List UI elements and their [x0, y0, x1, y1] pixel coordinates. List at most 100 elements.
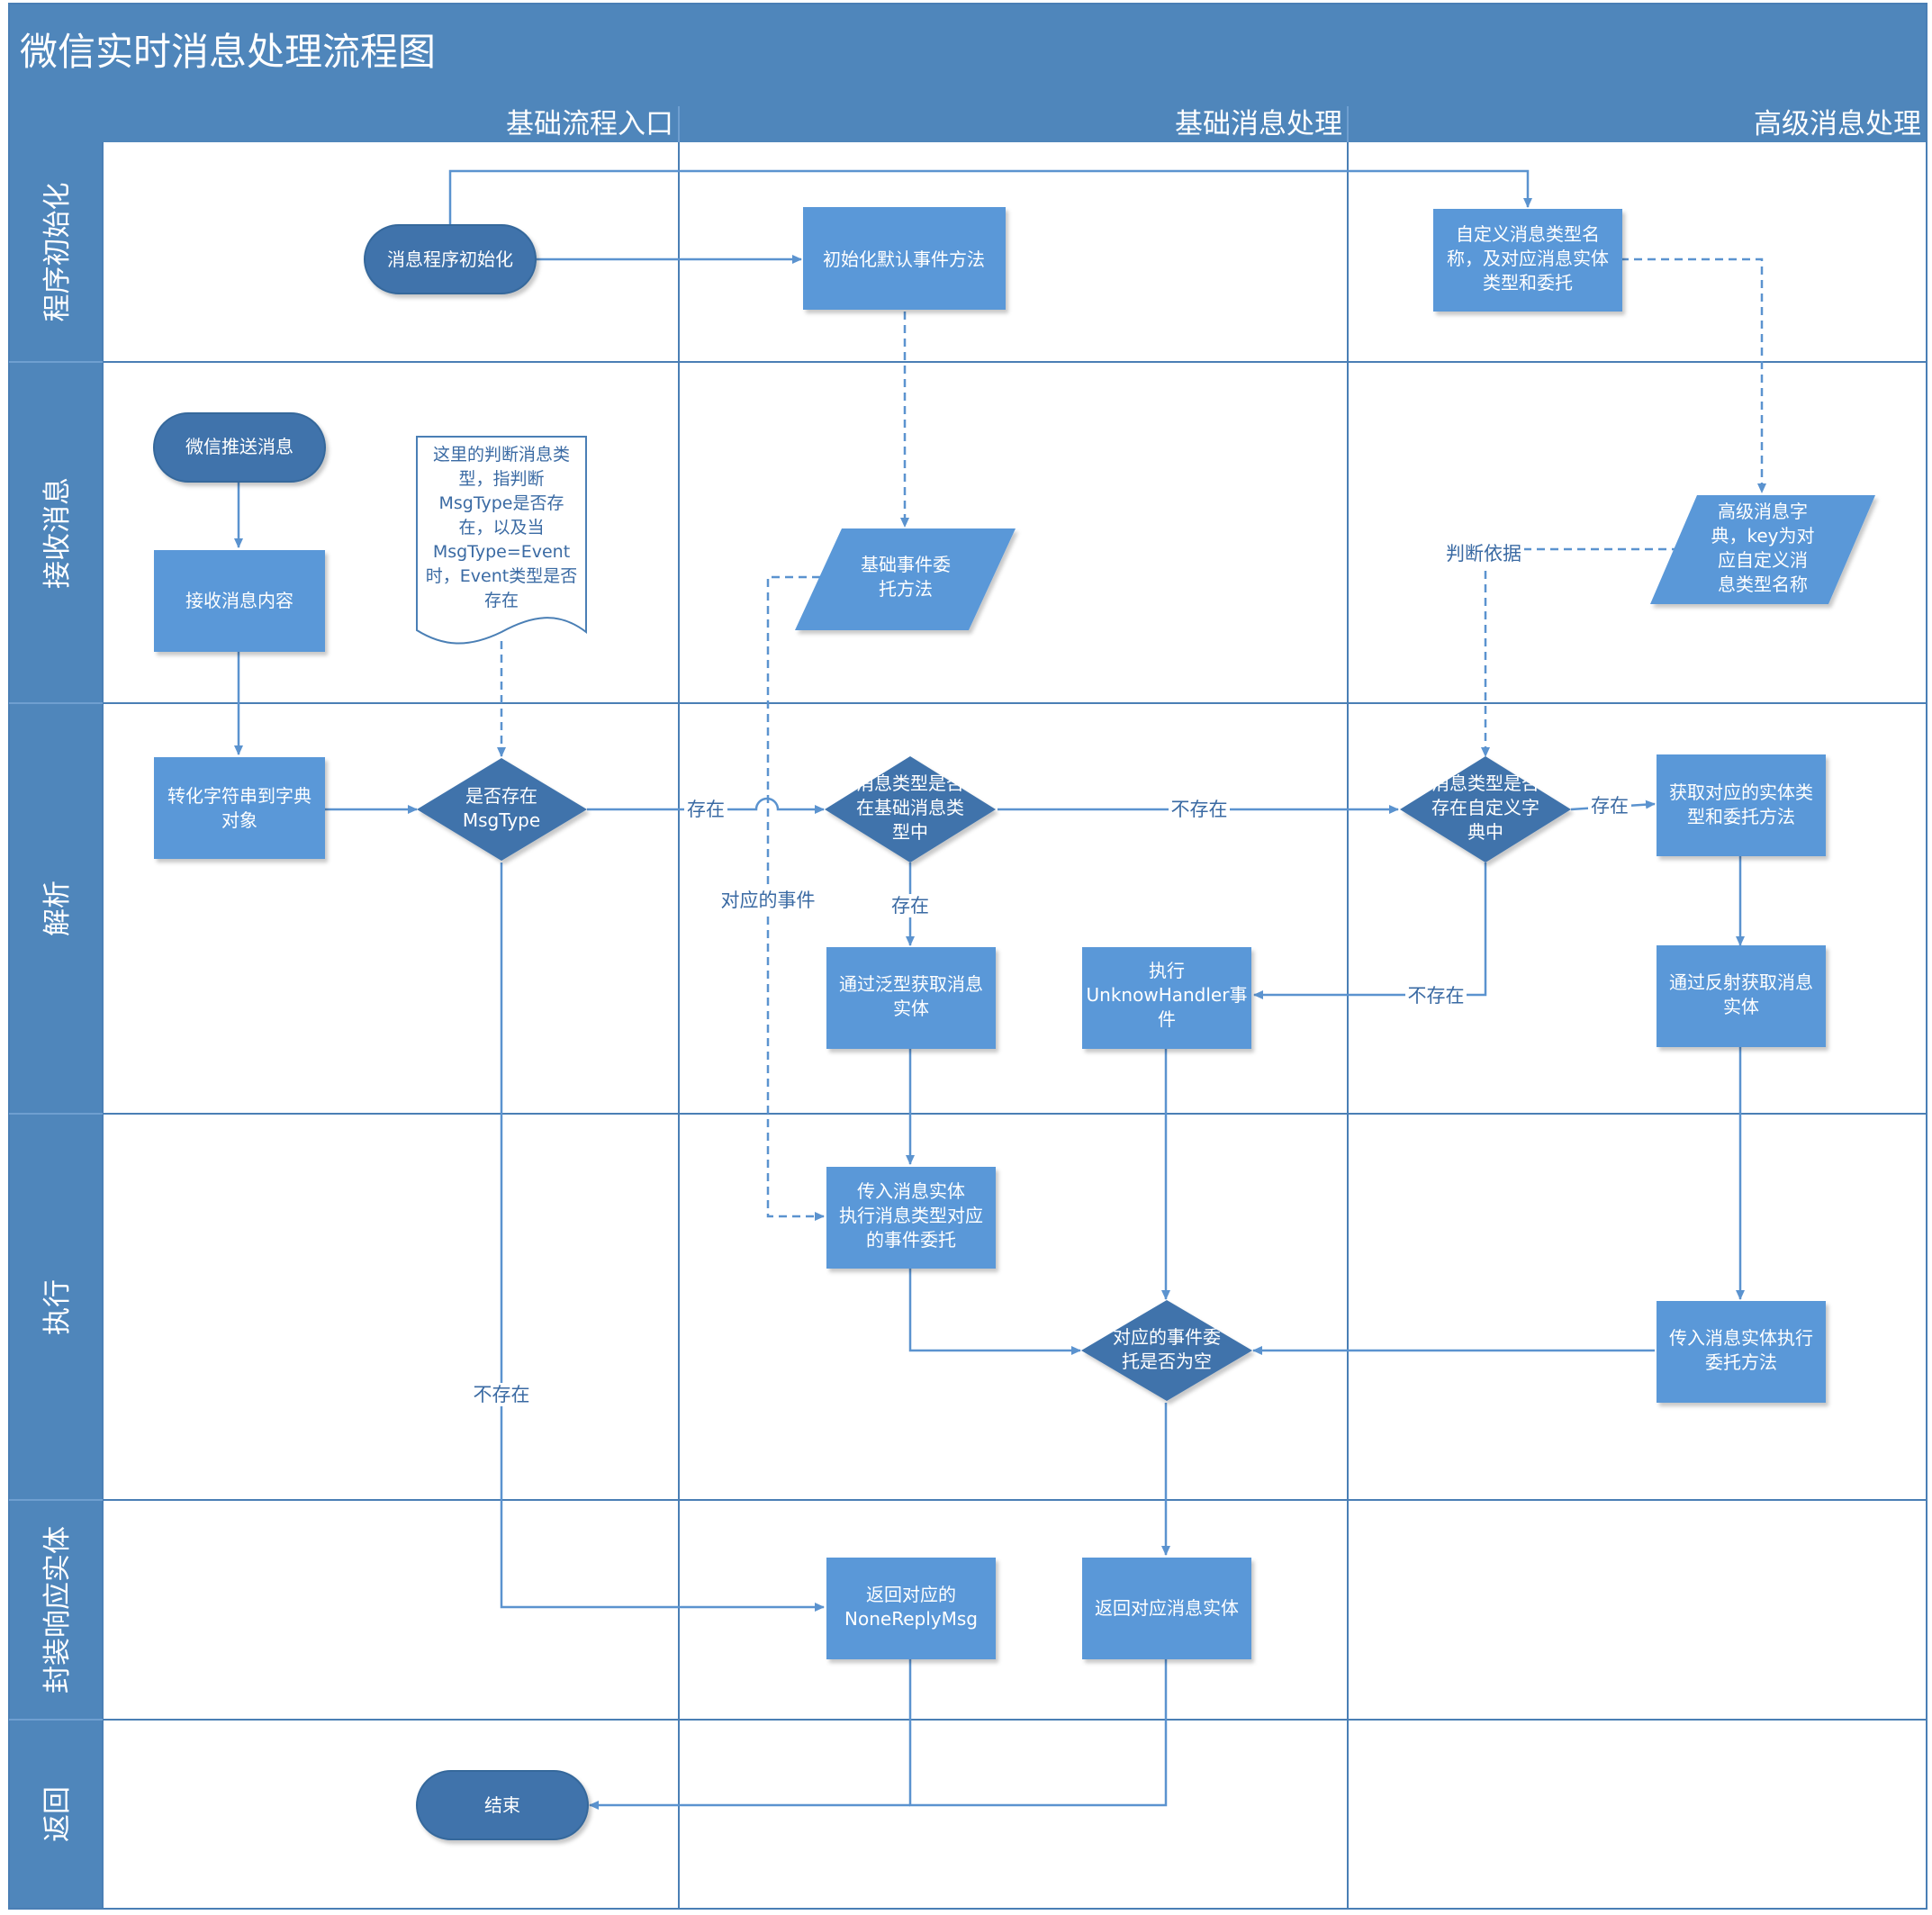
- diagram-title: 微信实时消息处理流程图: [20, 30, 436, 74]
- node-wx-push-text: 微信推送消息: [185, 436, 293, 457]
- node-in-base: [825, 756, 996, 863]
- lane-label-wrap-response: 封装响应实体: [41, 1526, 74, 1694]
- node-generic-get: [826, 947, 996, 1049]
- node-in-base-text-3: 型中: [892, 821, 928, 843]
- node-to-dict-text-1: 转化字符串到字典: [167, 785, 311, 807]
- note-text-5: MsgType=Event: [433, 542, 570, 562]
- node-base-delegate: [795, 528, 1016, 630]
- node-to-dict-text-2: 对象: [221, 809, 257, 831]
- edge-dict-basis: [1481, 547, 1680, 757]
- node-unknown-handler-text-2: UnknowHandler事: [1087, 984, 1248, 1006]
- node-unknown-handler-text-1: 执行: [1149, 960, 1185, 981]
- note-text-1: 这里的判断消息类: [433, 445, 570, 465]
- edge-label-exists-2: 存在: [891, 895, 929, 917]
- lane-label-execute: 执行: [41, 1279, 74, 1335]
- edge-label-not-exists-3: 不存在: [1408, 985, 1465, 1007]
- edge-not-in-custom: [1253, 863, 1487, 999]
- node-adv-dict-text-3: 应自定义消: [1718, 549, 1808, 571]
- node-custom-def: [1433, 209, 1622, 312]
- node-has-msgtype-text-1: 是否存在: [465, 785, 537, 807]
- node-return-none-text-2: NoneReplyMsg: [844, 1608, 978, 1630]
- lane-label-receive: 接收消息: [41, 477, 74, 589]
- node-exec-delegate-text-1: 传入消息实体: [857, 1180, 965, 1202]
- node-delegate-null: [1081, 1300, 1252, 1401]
- node-note: [416, 436, 587, 645]
- node-exec-delegate-text-2: 执行消息类型对应: [839, 1205, 983, 1226]
- title-bar: [9, 4, 1927, 106]
- lane-label-parse: 解析: [41, 881, 74, 936]
- node-generic-get-text-2: 实体: [893, 998, 929, 1019]
- edge-label-basis: 判断依据: [1446, 543, 1521, 565]
- node-in-custom: [1400, 756, 1571, 863]
- note-text-3: MsgType是否存: [439, 493, 564, 513]
- node-msg-init-text: 消息程序初始化: [387, 248, 513, 270]
- note-text-4: 在，以及当: [458, 518, 544, 537]
- node-return-entity-text: 返回对应消息实体: [1095, 1597, 1239, 1619]
- edge-exec-to-null-check: [908, 1268, 1081, 1355]
- node-return-none-text-1: 返回对应的: [866, 1584, 956, 1605]
- node-return-entity: [1082, 1558, 1251, 1659]
- note-text-7: 存在: [484, 591, 519, 610]
- node-exec-method: [1657, 1301, 1826, 1403]
- node-delegate-null-text-1: 对应的事件委: [1113, 1326, 1221, 1348]
- edge-label-exists-1: 存在: [687, 799, 725, 820]
- node-custom-def-text-1: 自定义消息类型名: [1456, 223, 1600, 245]
- column-header-basic: 基础消息处理: [1175, 108, 1342, 140]
- node-end: [416, 1770, 589, 1840]
- node-adv-dict-text-1: 高级消息字: [1718, 501, 1808, 522]
- node-to-dict: [154, 757, 325, 859]
- node-exec-method-text-1: 传入消息实体执行: [1669, 1327, 1813, 1349]
- node-reflect-get: [1657, 945, 1826, 1047]
- node-return-none: [826, 1558, 996, 1659]
- edge-init-to-custom-def: [448, 169, 1532, 225]
- edge-label-not-exists-2: 不存在: [474, 1384, 530, 1405]
- node-has-msgtype: [417, 758, 587, 861]
- node-in-custom-text-2: 存在自定义字: [1431, 797, 1539, 818]
- node-in-base-text-2: 在基础消息类: [856, 797, 964, 818]
- node-custom-def-text-3: 类型和委托: [1483, 272, 1573, 294]
- lane-label-init: 程序初始化: [41, 183, 74, 322]
- edge-label-exists-3: 存在: [1591, 795, 1629, 817]
- node-in-base-text-1: 消息类型是否: [856, 772, 964, 794]
- node-base-delegate-text-2: 托方法: [879, 578, 933, 600]
- edge-returns-merge: [908, 1659, 1168, 1807]
- node-recv-content-text: 接收消息内容: [185, 590, 293, 611]
- lane-label-return: 返回: [41, 1786, 74, 1842]
- node-unknown-handler: [1082, 947, 1251, 1049]
- node-end-text: 结束: [484, 1794, 520, 1816]
- node-get-entity-delegate: [1657, 754, 1826, 856]
- node-exec-delegate-text-3: 的事件委托: [866, 1229, 956, 1251]
- note-text-2: 型，指判断: [458, 469, 544, 489]
- node-exec-delegate: [826, 1167, 996, 1269]
- node-delegate-null-text-2: 托是否为空: [1122, 1350, 1212, 1372]
- column-header-entry: 基础流程入口: [506, 108, 673, 140]
- node-in-custom-text-3: 典中: [1467, 821, 1503, 843]
- node-reflect-get-text-2: 实体: [1723, 996, 1759, 1017]
- node-unknown-handler-text-3: 件: [1158, 1008, 1176, 1030]
- note-text-6: 时，Event类型是否: [426, 566, 577, 586]
- column-header-bar: [9, 106, 1927, 142]
- lane-header-column: [9, 142, 103, 1909]
- edge-msgtype-not-exists: [500, 863, 825, 1612]
- node-base-delegate-text-1: 基础事件委: [861, 554, 951, 575]
- node-adv-dict-text-4: 息类型名称: [1718, 574, 1808, 595]
- node-reflect-get-text-1: 通过反射获取消息: [1669, 971, 1813, 993]
- node-get-entity-delegate-text-2: 型和委托方法: [1687, 806, 1795, 827]
- node-has-msgtype-text-2: MsgType: [463, 809, 540, 831]
- node-recv-content: [154, 550, 325, 652]
- node-in-custom-text-1: 消息类型是否: [1431, 772, 1539, 794]
- edge-custom-to-dict: [1621, 257, 1766, 493]
- node-adv-dict-text-2: 典，key为对: [1711, 525, 1814, 546]
- node-exec-method-text-2: 委托方法: [1705, 1351, 1777, 1373]
- node-get-entity-delegate-text-1: 获取对应的实体类: [1669, 781, 1813, 803]
- node-msg-init: [364, 224, 537, 294]
- node-adv-dict: [1650, 495, 1875, 604]
- node-generic-get-text-1: 通过泛型获取消息: [839, 973, 983, 995]
- node-custom-def-text-2: 称，及对应消息实体: [1447, 248, 1609, 269]
- edge-label-not-exists-1: 不存在: [1171, 799, 1228, 820]
- edge-label-corresponding-event: 对应的事件: [721, 890, 816, 911]
- node-default-init: [803, 207, 1006, 310]
- node-default-init-text: 初始化默认事件方法: [823, 248, 985, 270]
